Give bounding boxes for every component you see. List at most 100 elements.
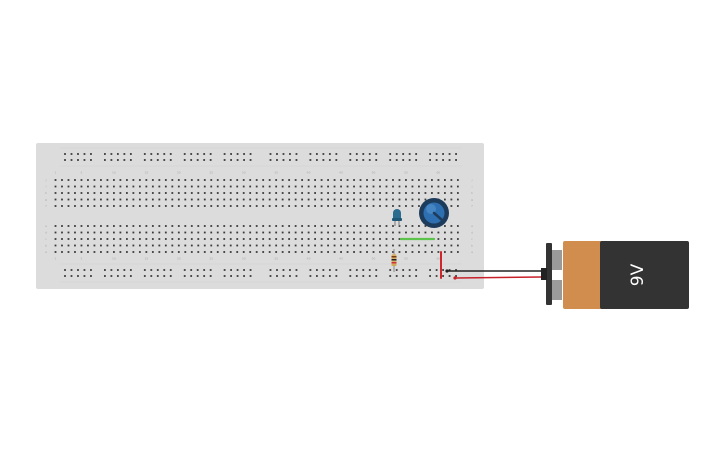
breadboard-hole[interactable] bbox=[335, 153, 338, 155]
breadboard-hole[interactable] bbox=[150, 269, 153, 271]
breadboard-hole[interactable] bbox=[450, 205, 453, 207]
breadboard-hole[interactable] bbox=[151, 225, 154, 227]
breadboard-hole[interactable] bbox=[456, 192, 459, 194]
breadboard-hole[interactable] bbox=[314, 251, 316, 253]
breadboard-hole[interactable] bbox=[74, 185, 76, 188]
breadboard-hole[interactable] bbox=[119, 244, 122, 247]
breadboard-hole[interactable] bbox=[223, 275, 226, 277]
breadboard-hole[interactable] bbox=[132, 231, 135, 234]
breadboard-hole[interactable] bbox=[249, 275, 252, 277]
breadboard-hole[interactable] bbox=[70, 269, 73, 271]
breadboard-hole[interactable] bbox=[158, 238, 161, 240]
breadboard-hole[interactable] bbox=[110, 275, 113, 277]
breadboard-hole[interactable] bbox=[431, 251, 433, 253]
breadboard-hole[interactable] bbox=[197, 244, 200, 247]
breadboard-hole[interactable] bbox=[83, 275, 86, 277]
breadboard-hole[interactable] bbox=[398, 205, 401, 207]
breadboard-hole[interactable] bbox=[100, 198, 102, 201]
breadboard-hole[interactable] bbox=[268, 231, 271, 234]
breadboard-hole[interactable] bbox=[67, 179, 70, 181]
breadboard-hole[interactable] bbox=[450, 179, 453, 181]
breadboard-hole[interactable] bbox=[411, 231, 414, 234]
breadboard-hole[interactable] bbox=[353, 238, 355, 240]
breadboard-hole[interactable] bbox=[138, 244, 141, 247]
breadboard-hole[interactable] bbox=[197, 238, 200, 240]
breadboard-hole[interactable] bbox=[125, 198, 128, 201]
breadboard-hole[interactable] bbox=[171, 231, 174, 234]
breadboard-hole[interactable] bbox=[125, 231, 128, 234]
breadboard-hole[interactable] bbox=[288, 244, 291, 247]
breadboard-hole[interactable] bbox=[230, 159, 232, 161]
breadboard-hole[interactable] bbox=[106, 179, 109, 181]
breadboard-hole[interactable] bbox=[456, 238, 459, 240]
breadboard-hole[interactable] bbox=[395, 269, 398, 271]
breadboard-hole[interactable] bbox=[223, 238, 226, 240]
breadboard-hole[interactable] bbox=[171, 238, 174, 240]
breadboard-hole[interactable] bbox=[333, 192, 336, 194]
breadboard-hole[interactable] bbox=[268, 205, 271, 207]
breadboard-hole[interactable] bbox=[67, 231, 70, 234]
breadboard-hole[interactable] bbox=[288, 205, 291, 207]
breadboard-hole[interactable] bbox=[307, 231, 310, 234]
breadboard-hole[interactable] bbox=[190, 244, 193, 247]
breadboard-hole[interactable] bbox=[275, 231, 278, 234]
breadboard-hole[interactable] bbox=[61, 231, 63, 234]
breadboard-hole[interactable] bbox=[372, 238, 375, 240]
breadboard-hole[interactable] bbox=[236, 238, 239, 240]
breadboard-hole[interactable] bbox=[77, 269, 79, 271]
breadboard-hole[interactable] bbox=[314, 198, 316, 201]
breadboard-hole[interactable] bbox=[87, 198, 89, 201]
breadboard-hole[interactable] bbox=[340, 231, 342, 234]
breadboard-hole[interactable] bbox=[216, 185, 219, 188]
breadboard-hole[interactable] bbox=[210, 205, 213, 207]
breadboard-hole[interactable] bbox=[177, 225, 180, 227]
breadboard-hole[interactable] bbox=[163, 275, 166, 277]
breadboard-hole[interactable] bbox=[307, 251, 310, 253]
breadboard-hole[interactable] bbox=[229, 205, 232, 207]
breadboard-hole[interactable] bbox=[216, 251, 219, 253]
breadboard-hole[interactable] bbox=[372, 251, 375, 253]
breadboard-hole[interactable] bbox=[456, 205, 459, 207]
breadboard-hole[interactable] bbox=[379, 225, 381, 227]
breadboard-hole[interactable] bbox=[346, 225, 349, 227]
breadboard-hole[interactable] bbox=[67, 198, 70, 201]
breadboard-hole[interactable] bbox=[129, 159, 132, 161]
breadboard-hole[interactable] bbox=[190, 179, 193, 181]
breadboard-hole[interactable] bbox=[268, 179, 271, 181]
breadboard-hole[interactable] bbox=[229, 179, 232, 181]
breadboard-hole[interactable] bbox=[392, 244, 394, 247]
breadboard-hole[interactable] bbox=[184, 238, 187, 240]
breadboard-hole[interactable] bbox=[113, 231, 115, 234]
breadboard-hole[interactable] bbox=[197, 192, 200, 194]
breadboard-hole[interactable] bbox=[203, 198, 206, 201]
breadboard-hole[interactable] bbox=[307, 225, 310, 227]
breadboard-hole[interactable] bbox=[408, 275, 411, 277]
breadboard-hole[interactable] bbox=[177, 251, 180, 253]
breadboard-hole[interactable] bbox=[398, 238, 401, 240]
breadboard-hole[interactable] bbox=[328, 269, 331, 271]
breadboard-hole[interactable] bbox=[275, 179, 278, 181]
breadboard-hole[interactable] bbox=[359, 244, 362, 247]
breadboard-hole[interactable] bbox=[158, 179, 161, 181]
breadboard-hole[interactable] bbox=[80, 244, 83, 247]
breadboard-hole[interactable] bbox=[392, 179, 394, 181]
breadboard-hole[interactable] bbox=[145, 205, 148, 207]
breadboard-hole[interactable] bbox=[164, 179, 167, 181]
breadboard-hole[interactable] bbox=[113, 205, 115, 207]
breadboard-hole[interactable] bbox=[113, 225, 115, 227]
breadboard-hole[interactable] bbox=[408, 159, 411, 161]
breadboard-hole[interactable] bbox=[275, 225, 278, 227]
breadboard-hole[interactable] bbox=[275, 244, 278, 247]
breadboard-hole[interactable] bbox=[184, 231, 187, 234]
breadboard-hole[interactable] bbox=[184, 251, 187, 253]
breadboard-hole[interactable] bbox=[236, 153, 239, 155]
breadboard-hole[interactable] bbox=[444, 238, 446, 240]
breadboard[interactable]: 1155101015152020252530303535404045455050… bbox=[36, 143, 484, 289]
breadboard-hole[interactable] bbox=[320, 225, 323, 227]
breadboard-hole[interactable] bbox=[177, 179, 180, 181]
breadboard-hole[interactable] bbox=[197, 185, 200, 188]
breadboard-hole[interactable] bbox=[415, 269, 418, 271]
breadboard-hole[interactable] bbox=[320, 205, 323, 207]
breadboard-hole[interactable] bbox=[90, 275, 92, 277]
breadboard-hole[interactable] bbox=[100, 205, 102, 207]
